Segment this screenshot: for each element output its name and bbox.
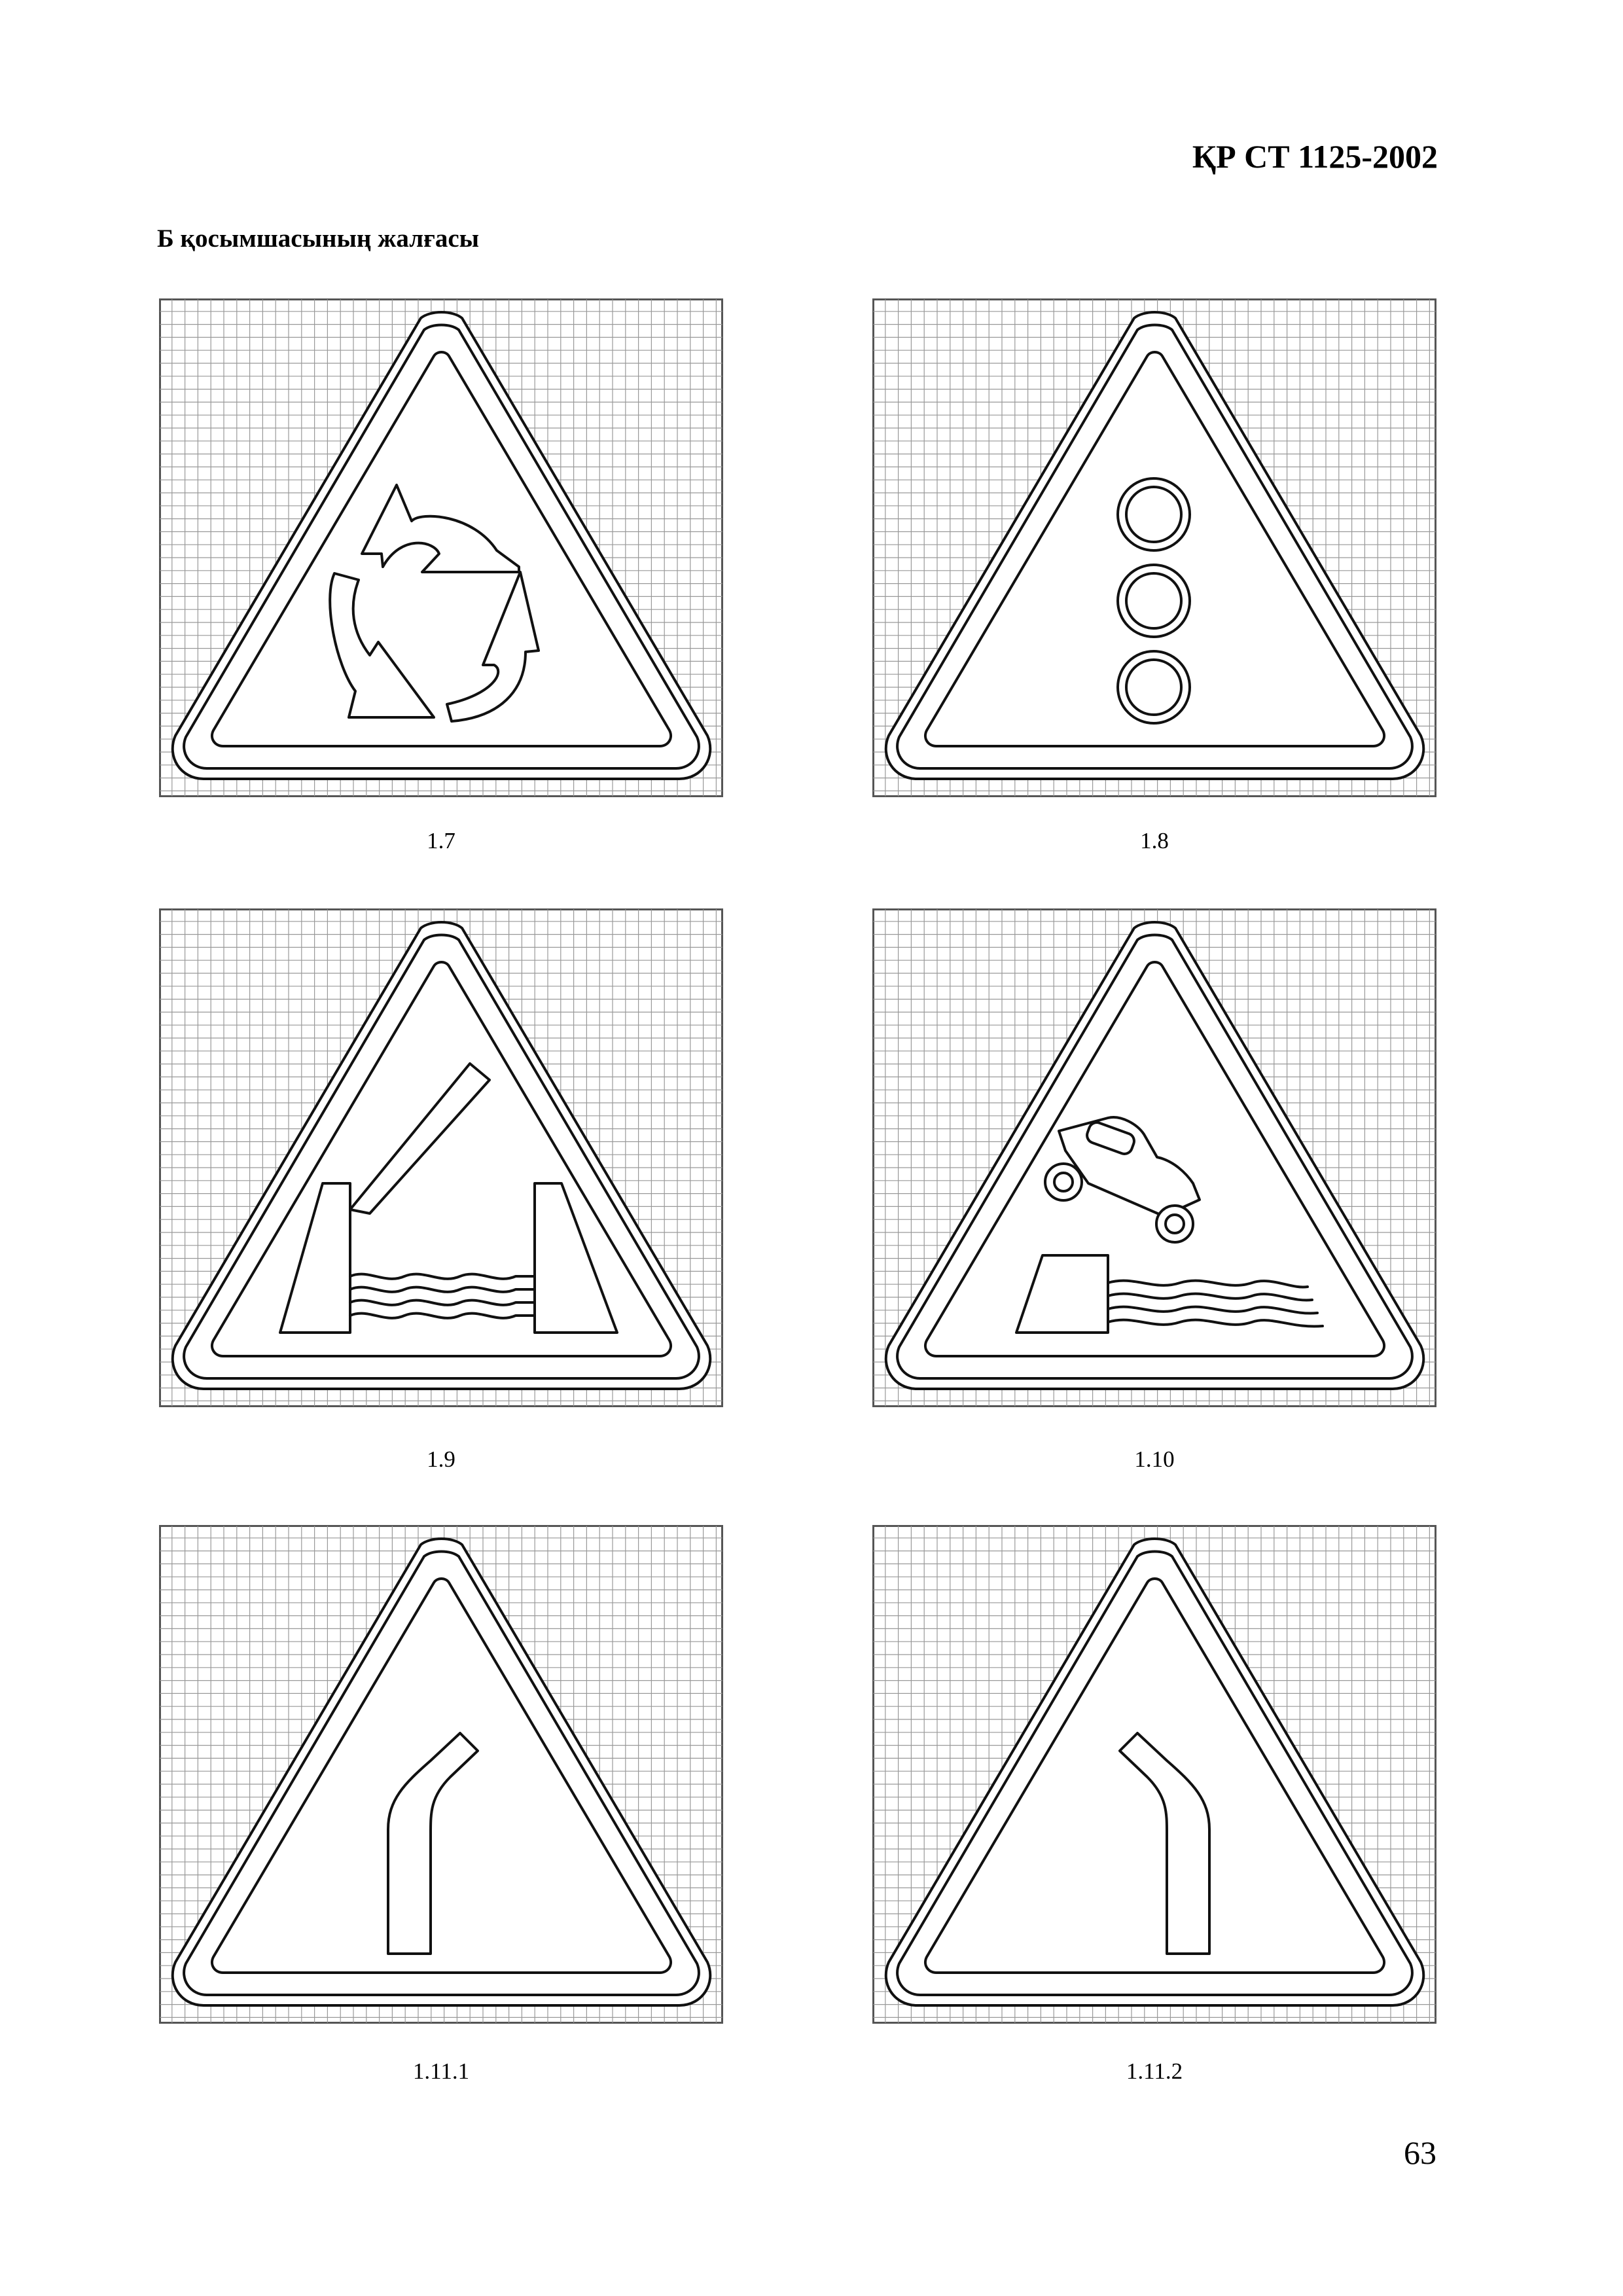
- sign-caption-1-7: 1.7: [427, 828, 455, 853]
- sign-panel-1-10: [872, 908, 1436, 1407]
- drawbridge-icon: [279, 1062, 618, 1334]
- sign-caption-1-10: 1.10: [1134, 1446, 1175, 1472]
- sign-drawing-1-7: [159, 298, 723, 797]
- page-number: 63: [1404, 2134, 1436, 2171]
- sign-caption-1-11-1: 1.11.1: [412, 2058, 470, 2084]
- roundabout-arrows-icon: [329, 484, 540, 723]
- curve-left-icon: [1118, 1732, 1211, 1955]
- sign-panel-1-9: [159, 908, 723, 1407]
- sign-drawing-1-11-1: [159, 1525, 723, 2024]
- sign-caption-1-8: 1.8: [1140, 828, 1169, 853]
- sign-panel-1-11-1: [159, 1525, 723, 2024]
- sign-panel-1-7: [159, 298, 723, 797]
- sign-caption-1-9: 1.9: [427, 1446, 455, 1472]
- document-code: ҚР СТ 1125-2002: [1192, 138, 1438, 175]
- sign-caption-1-11-2: 1.11.2: [1126, 2058, 1183, 2084]
- appendix-continuation-title: Б қосымшасының жалғасы: [157, 224, 480, 253]
- sign-drawing-1-10: [872, 908, 1436, 1407]
- sign-drawing-1-8: [872, 298, 1436, 797]
- sign-drawing-1-11-2: [872, 1525, 1436, 2024]
- car-falling-into-water-icon: [1015, 1116, 1324, 1334]
- traffic-light-icon: [1116, 477, 1191, 725]
- curve-right-icon: [387, 1732, 479, 1955]
- sign-drawing-1-9: [159, 908, 723, 1407]
- sign-panel-1-11-2: [872, 1525, 1436, 2024]
- sign-panel-1-8: [872, 298, 1436, 797]
